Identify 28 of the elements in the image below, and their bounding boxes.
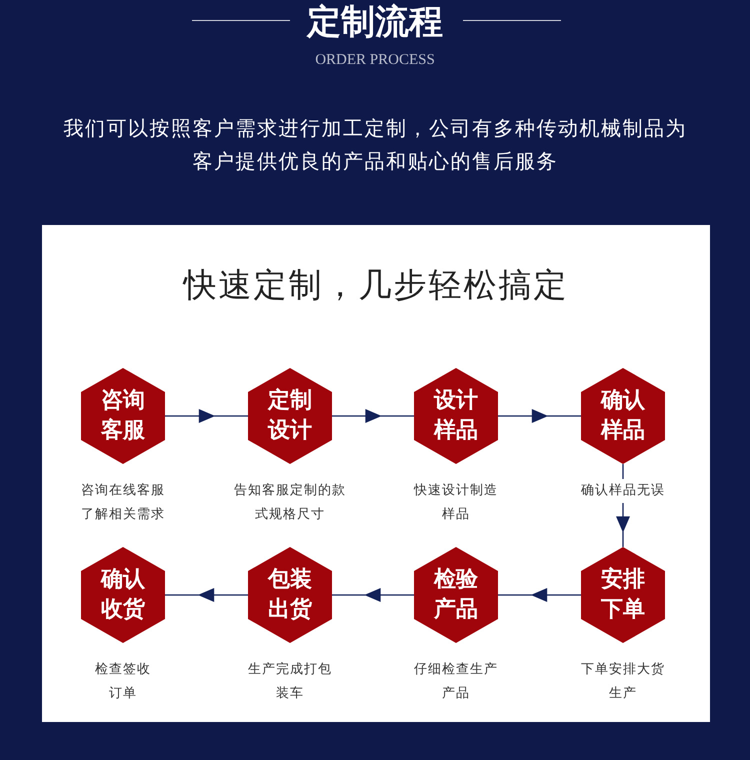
step-label: 确认样品 (600, 387, 646, 445)
step-hexagon (81, 368, 165, 464)
step-hexagon (414, 368, 498, 464)
step-hexagon (581, 547, 665, 643)
step-hexagon (81, 547, 165, 643)
step-label: 确认收货 (100, 566, 146, 624)
arrow (497, 409, 582, 423)
step-label: 设计样品 (433, 387, 479, 445)
step-label: 咨询客服 (100, 387, 146, 445)
arrow (331, 409, 415, 423)
step-hexagon (248, 368, 332, 464)
step-label: 定制设计 (267, 386, 313, 445)
step-description: 确认样品无误 (580, 479, 666, 503)
step-hexagon (248, 547, 332, 643)
arrow (164, 588, 249, 602)
step-hexagon (414, 547, 498, 643)
card-heading: 快速定制，几步轻松搞定 (184, 264, 568, 306)
arrow (331, 588, 415, 602)
step-hexagon (581, 368, 665, 464)
page-title: 定制流程 (307, 1, 443, 44)
intro-paragraph: 我们可以按照客户需求进行加工定制，公司有多种传动机械制品为客户提供优良的产品和贴心的售后服务 (62, 115, 688, 175)
step-label: 安排下单 (600, 566, 646, 624)
step-label: 包装出货 (267, 566, 313, 624)
arrow (164, 409, 249, 423)
arrow (616, 463, 630, 548)
subtitle: ORDER PROCESS (315, 51, 435, 70)
arrow (497, 588, 582, 602)
step-label: 检验产品 (433, 566, 479, 624)
